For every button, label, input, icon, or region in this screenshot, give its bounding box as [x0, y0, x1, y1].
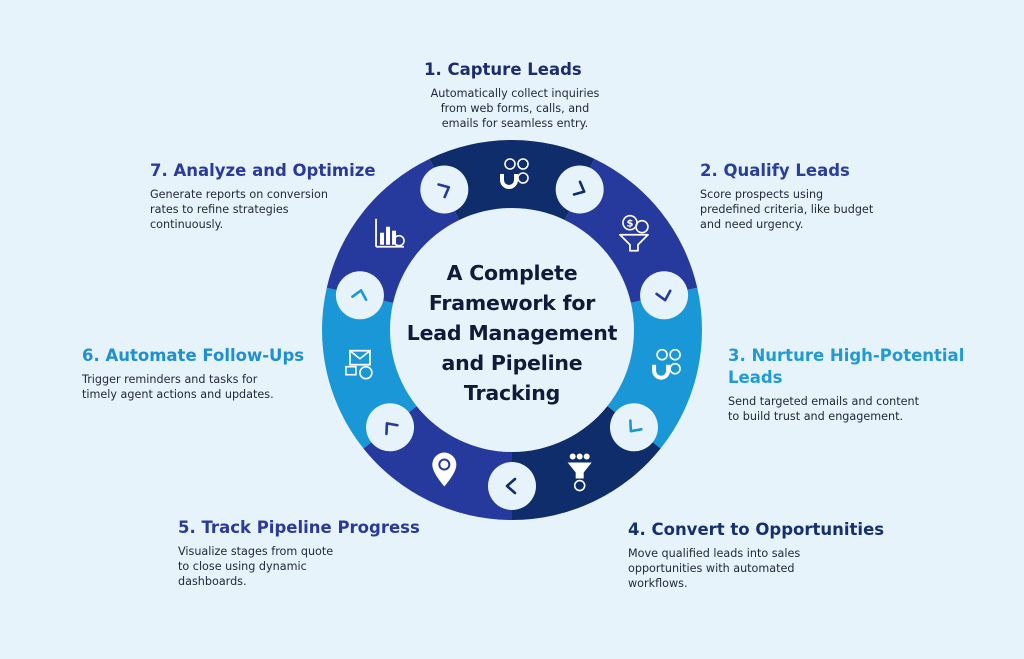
analytics-chart-icon — [375, 218, 405, 248]
step-automate-follow-ups: 6. Automate Follow-Ups Trigger reminders… — [82, 345, 322, 402]
step-desc-line: Trigger reminders and tasks for — [82, 373, 258, 386]
location-pin-icon — [432, 452, 457, 487]
step-title: 2. Qualify Leads — [700, 161, 850, 180]
chevron-connector-icon — [366, 403, 415, 452]
step-description: Move qualified leads into sales opportun… — [628, 546, 918, 591]
center-title: A Complete Framework for Lead Management… — [392, 258, 632, 408]
center-title-line: Tracking — [463, 381, 561, 405]
step-description: Score prospects using predefined criteri… — [700, 187, 920, 232]
step-desc-line: continuously. — [150, 218, 224, 231]
dollar-funnel-icon: $ — [619, 214, 649, 252]
magnet-people-icon — [652, 348, 681, 380]
ring-segment-capture — [429, 140, 595, 221]
step-description: Automatically collect inquiries from web… — [400, 86, 630, 131]
step-desc-line: to build trust and engagement. — [728, 410, 904, 423]
step-description: Trigger reminders and tasks for timely a… — [82, 372, 322, 402]
step-title: 3. Nurture High-Potential Leads — [728, 346, 965, 387]
step-desc-line: rates to refine strategies — [150, 203, 289, 216]
chevron-connector-icon — [609, 403, 658, 452]
center-disc — [391, 209, 633, 451]
chevron-connector-icon — [488, 462, 536, 510]
step-desc-line: emails for seamless entry. — [441, 117, 589, 130]
step-desc-line: predefined criteria, like budget — [700, 203, 874, 216]
chevron-connector-icon — [420, 165, 469, 214]
step-title: 4. Convert to Opportunities — [628, 520, 885, 539]
step-desc-line: dashboards. — [178, 575, 247, 588]
step-title: 5. Track Pipeline Progress — [178, 518, 420, 537]
step-desc-line: timely agent actions and updates. — [82, 388, 274, 401]
step-desc-line: from web forms, calls, and — [440, 102, 590, 115]
step-nurture-leads: 3. Nurture High-Potential Leads Send tar… — [728, 345, 998, 424]
chevron-connector-icon — [555, 165, 604, 214]
step-desc-line: workflows. — [628, 577, 688, 590]
step-desc-line: Automatically collect inquiries — [430, 87, 600, 100]
email-automation-icon — [345, 349, 373, 380]
center-title-line: Framework for — [428, 291, 596, 315]
ring-connectors — [335, 165, 689, 510]
conversion-funnel-icon — [567, 453, 592, 492]
step-desc-line: Send targeted emails and content — [728, 395, 919, 408]
ring-icons: $ — [345, 158, 681, 492]
step-qualify-leads: 2. Qualify Leads Score prospects using p… — [700, 160, 920, 232]
step-title: 6. Automate Follow-Ups — [82, 346, 305, 365]
step-capture-leads: 1. Capture Leads Automatically collect i… — [400, 59, 660, 131]
center-title-line: A Complete — [446, 261, 578, 285]
step-desc-line: Score prospects using — [700, 188, 824, 201]
step-title: 1. Capture Leads — [424, 60, 582, 79]
step-analyze-optimize: 7. Analyze and Optimize Generate reports… — [150, 160, 390, 232]
step-desc-line: Move qualified leads into sales — [628, 547, 801, 560]
step-desc-line: Generate reports on conversion — [150, 188, 328, 201]
magnet-people-icon — [500, 158, 529, 189]
step-description: Send targeted emails and content to buil… — [728, 394, 998, 424]
chevron-connector-icon — [640, 271, 689, 320]
step-description: Visualize stages from quote to close usi… — [178, 544, 438, 589]
step-title: 7. Analyze and Optimize — [150, 161, 376, 180]
chevron-connector-icon — [335, 271, 384, 320]
center-title-line: and Pipeline — [441, 351, 583, 375]
step-description: Generate reports on conversion rates to … — [150, 187, 390, 232]
step-desc-line: opportunities with automated — [628, 562, 795, 575]
step-desc-line: and need urgency. — [700, 218, 804, 231]
step-convert-opportunities: 4. Convert to Opportunities Move qualifi… — [628, 519, 918, 591]
step-track-pipeline: 5. Track Pipeline Progress Visualize sta… — [178, 517, 438, 589]
step-desc-line: to close using dynamic — [178, 560, 307, 573]
svg-text:$: $ — [626, 219, 633, 230]
center-title-line: Lead Management — [406, 321, 618, 345]
step-desc-line: Visualize stages from quote — [178, 545, 334, 558]
